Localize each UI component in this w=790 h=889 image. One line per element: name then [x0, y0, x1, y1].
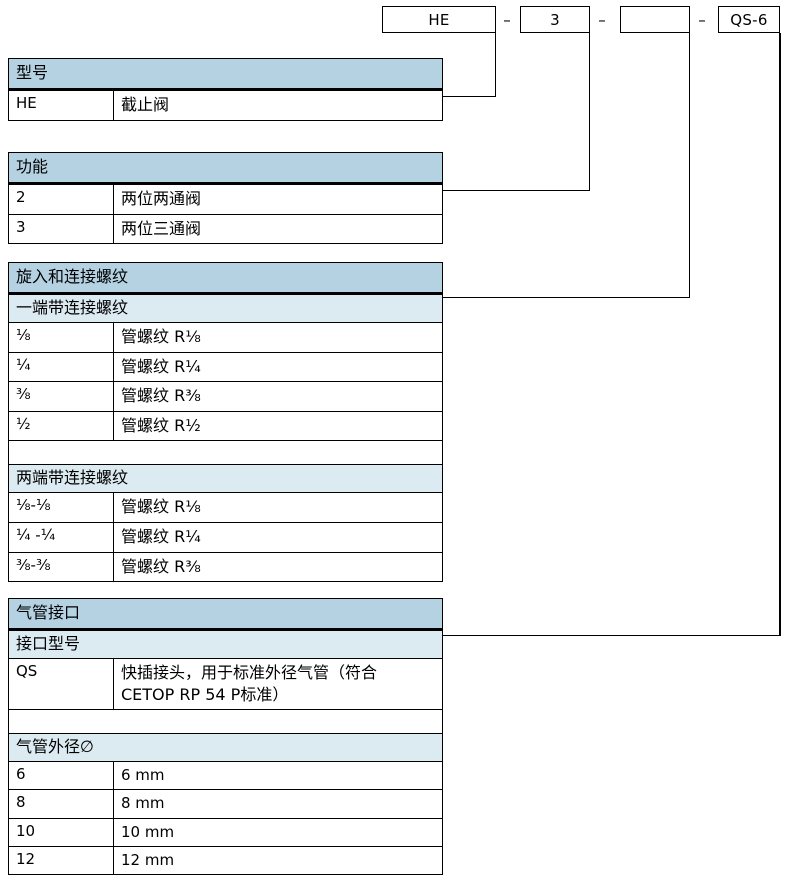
cell-code: ⅛-⅛ [9, 493, 114, 522]
cell-code: 6 [9, 762, 114, 790]
product-code-string: HE – 3 – – QS-6 [0, 0, 790, 40]
cell-description: 两位三通阀 [121, 218, 202, 238]
table-row: HE 截止阀 [9, 91, 442, 120]
cell-code: ¼ [9, 352, 114, 382]
cell-code: ½ [9, 411, 114, 441]
table-row: 12 12 mm [9, 846, 442, 875]
table-row: ½ 管螺纹 R½ [9, 411, 442, 442]
table-thread-subheader-both-ends: 两端带连接螺纹 [9, 465, 442, 494]
connector-thread-horizontal [442, 296, 690, 298]
code-box-air-connection[interactable]: QS-6 [718, 6, 780, 33]
table-row: ⅛-⅛ 管螺纹 R⅛ [9, 493, 442, 523]
table-air-connection-subheader-diameter: 气管外径∅ [9, 734, 442, 763]
table-row: ¼ -¼ 管螺纹 R¼ [9, 522, 442, 553]
code-box-model-value: HE [428, 10, 450, 29]
table-model: 型号 HE 截止阀 [8, 58, 443, 121]
code-separator-3: – [698, 11, 706, 29]
table-function: 功能 2 两位两通阀 3 两位三通阀 [8, 152, 443, 245]
connector-function-horizontal [442, 189, 590, 191]
code-separator-1: – [503, 11, 511, 29]
cell-code: 10 [9, 818, 114, 846]
table-row: ¼ 管螺纹 R¼ [9, 352, 442, 383]
cell-code: 8 [9, 790, 114, 818]
connector-function-vertical [588, 33, 590, 191]
table-row: QS 快插接头，用于标准外径气管（符合 CETOP RP 54 P标准） [9, 659, 442, 711]
cell-description: 快插接头，用于标准外径气管（符合 CETOP RP 54 P标准） [121, 663, 378, 704]
table-air-connection-header: 气管接口 [9, 599, 442, 631]
cell-code: HE [9, 91, 114, 120]
cell-description: 管螺纹 R⅛ [121, 327, 201, 346]
cell-code: ⅜-⅜ [9, 552, 114, 582]
cell-code: ⅛ [9, 323, 114, 352]
connector-air-connection-vertical [779, 33, 781, 636]
cell-description: 6 mm [121, 766, 165, 785]
connector-model-horizontal [442, 95, 496, 97]
table-row: 8 8 mm [9, 790, 442, 819]
table-thread: 旋入和连接螺纹 一端带连接螺纹 ⅛ 管螺纹 R⅛ ¼ 管螺纹 R¼ ⅜ 管螺纹 … [8, 262, 443, 583]
cell-code: ¼ -¼ [9, 522, 114, 552]
code-box-thread[interactable] [620, 6, 690, 33]
table-function-header: 功能 [9, 153, 442, 185]
table-thread-subheader-one-end: 一端带连接螺纹 [9, 295, 442, 323]
table-row: 2 两位两通阀 [9, 185, 442, 215]
code-box-model[interactable]: HE [382, 6, 496, 33]
cell-description: 截止阀 [121, 95, 170, 114]
cell-description: 管螺纹 R⅜ [121, 386, 201, 406]
cell-code: 2 [9, 185, 114, 214]
code-box-function[interactable]: 3 [520, 6, 590, 33]
connector-air-connection-horizontal [442, 634, 780, 636]
connector-thread-vertical [688, 33, 690, 298]
table-row: ⅜-⅜ 管螺纹 R⅜ [9, 552, 442, 582]
cell-description: 10 mm [121, 822, 175, 841]
table-air-connection-spacer-row [9, 710, 442, 735]
table-thread-header: 旋入和连接螺纹 [9, 263, 442, 295]
cell-description: 12 mm [121, 850, 175, 869]
code-box-function-value: 3 [550, 10, 560, 29]
cell-description: 8 mm [121, 794, 165, 813]
table-model-header: 型号 [9, 59, 442, 91]
table-row: 10 10 mm [9, 818, 442, 847]
connector-model-vertical [494, 33, 496, 97]
table-row: 6 6 mm [9, 762, 442, 791]
cell-code: 3 [9, 214, 114, 244]
table-row: ⅜ 管螺纹 R⅜ [9, 382, 442, 412]
cell-description: 两位两通阀 [121, 189, 202, 208]
cell-description: 管螺纹 R¼ [121, 526, 201, 546]
code-box-air-connection-value: QS-6 [730, 10, 768, 29]
cell-description: 管螺纹 R⅜ [121, 556, 201, 576]
cell-code: ⅜ [9, 382, 114, 411]
table-thread-spacer-row [9, 441, 442, 466]
code-separator-2: – [598, 11, 606, 29]
cell-code: 12 [9, 846, 114, 875]
table-air-connection-subheader-type: 接口型号 [9, 631, 442, 659]
cell-code: QS [9, 659, 114, 710]
cell-description: 管螺纹 R½ [121, 415, 201, 435]
table-row: 3 两位三通阀 [9, 214, 442, 244]
table-row: ⅛ 管螺纹 R⅛ [9, 323, 442, 353]
cell-description: 管螺纹 R¼ [121, 356, 201, 376]
table-air-connection: 气管接口 接口型号 QS 快插接头，用于标准外径气管（符合 CETOP RP 5… [8, 598, 443, 876]
cell-description: 管螺纹 R⅛ [121, 497, 201, 517]
